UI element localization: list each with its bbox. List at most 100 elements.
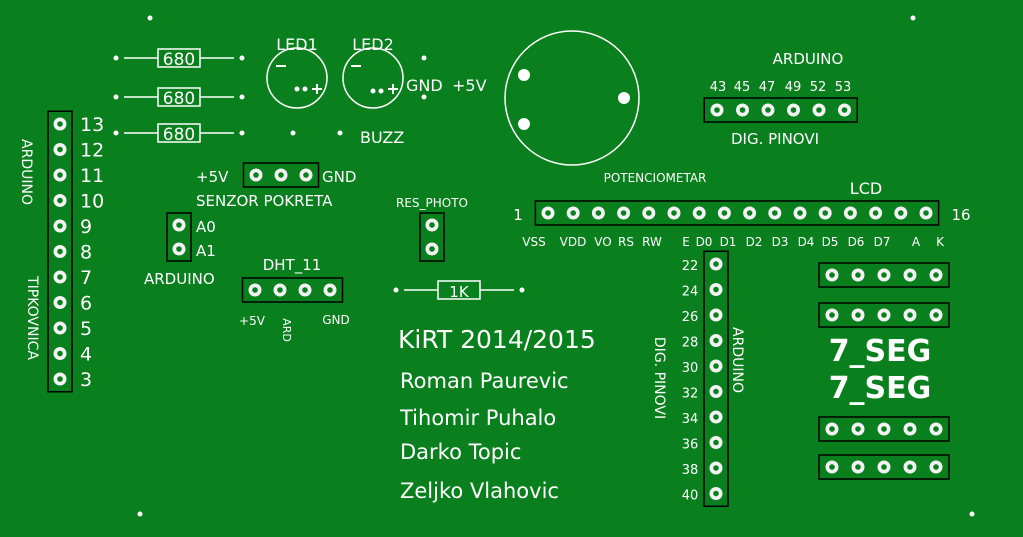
dig-pin-number: 30 [682, 361, 699, 376]
lcd-title: LCD [850, 179, 882, 198]
pin-hole [713, 312, 719, 318]
pin-hole [57, 172, 63, 178]
pin-hole [907, 272, 913, 278]
seven-seg-displays: 7_SEG 7_SEG [818, 262, 950, 480]
pin-hole [923, 210, 929, 216]
lcd-first-pin: 1 [513, 206, 523, 224]
keypad-pin-number: 7 [80, 267, 92, 289]
keypad-pin-number: 4 [80, 344, 92, 366]
dig-pin-number: 28 [682, 336, 699, 351]
pin-hole [57, 197, 63, 204]
dig-pins-top: ARDUINO 43 45 47 49 52 53 DIG. PINOVI [703, 50, 858, 148]
led-1: LED1 [266, 35, 328, 109]
dig-pin-number: 32 [682, 387, 699, 402]
pin-hole [429, 246, 435, 252]
pin-hole [898, 210, 904, 216]
pin-hole [713, 388, 719, 395]
resistor-1k: 1K [393, 280, 525, 301]
credits-author: Tihomir Puhalo [399, 406, 556, 430]
pin-hole [570, 210, 576, 216]
pin-hole [57, 350, 63, 357]
led-2: LED2 [342, 35, 404, 109]
lcd-pin-label: D6 [848, 235, 865, 249]
header-outline [242, 162, 320, 188]
pin-hole [855, 464, 861, 470]
pin-hole [829, 272, 835, 278]
header-outline [703, 97, 858, 123]
mounting-marks [137, 15, 975, 517]
keypad-pin-number: 5 [80, 318, 92, 340]
lcd-pin-label: D0 [696, 235, 713, 249]
pin-hole [176, 222, 182, 228]
pin-hole [303, 172, 309, 178]
resistor-r3: 680 [113, 123, 245, 145]
pin-hole [253, 172, 259, 178]
lcd-pin-label: D4 [798, 235, 815, 249]
analog-arduino: ARDUINO [144, 270, 215, 288]
pin-hole [252, 287, 258, 293]
lcd-pin-label: D3 [772, 235, 789, 249]
header-outline [47, 110, 73, 393]
pin-hole [714, 107, 720, 113]
photo-label: RES_PHOTO [396, 196, 468, 210]
svg-text:49: 49 [785, 80, 802, 95]
pin-hole [933, 464, 939, 470]
pin-hole [57, 223, 63, 229]
resistor-r2: 680 [113, 87, 245, 109]
credits-author: Darko Topic [400, 440, 521, 464]
pin-hole [933, 272, 939, 278]
pin-hole [57, 274, 63, 280]
dig-pin-number: 34 [682, 412, 699, 427]
seg-label-1: 7_SEG [829, 334, 932, 369]
dig-pin-number: 38 [682, 463, 699, 478]
lcd-pin-label: VO [594, 235, 611, 249]
pin-hole [721, 210, 728, 216]
pin-hole [816, 107, 822, 113]
gnd-label: GND [406, 76, 443, 95]
header-outline [818, 454, 950, 480]
pin-hole [881, 426, 887, 432]
pin-hole [881, 272, 887, 278]
keypad-pin-number: 8 [80, 242, 92, 264]
keypad-pin-number: 13 [80, 114, 104, 136]
motion-sensor: +5V GND SENZOR POKRETA [196, 162, 356, 210]
pin-hole [595, 210, 602, 216]
keypad-pin-number: 3 [80, 369, 92, 391]
pin-hole [696, 210, 702, 216]
svg-text:45: 45 [734, 80, 751, 95]
analog-pins: A0 A1 ARDUINO [144, 212, 216, 288]
dht-pin-ard: ARD [280, 318, 293, 342]
pin-hole [855, 272, 861, 278]
pin-hole [277, 287, 283, 293]
analog-a1: A1 [196, 242, 216, 260]
pin-hole [713, 261, 719, 267]
pin-hole [327, 287, 333, 293]
header-outline [241, 277, 344, 303]
pin-hole [713, 439, 719, 446]
pin-hole [302, 287, 308, 293]
pin-hole [57, 248, 63, 255]
resistor-label: 680 [163, 89, 195, 109]
potentiometer: POTENCIOMETAR [504, 30, 707, 185]
analog-a0: A0 [196, 218, 216, 236]
header-outline [818, 416, 950, 442]
potentiometer-label: POTENCIOMETAR [604, 171, 707, 185]
dig-pin-number: 36 [682, 438, 699, 453]
pin-hole [57, 325, 63, 331]
pin-hole [765, 107, 771, 113]
lcd-pin-label: K [936, 235, 945, 249]
seg-label-2: 7_SEG [829, 371, 932, 406]
pin-hole [822, 210, 828, 216]
pin-hole [841, 107, 848, 113]
keypad-pin-number: 9 [80, 216, 92, 238]
pin-hole [933, 312, 939, 318]
credits-author: Zeljko Vlahovic [400, 479, 559, 503]
pin-hole [881, 312, 887, 318]
keypad-pin-number: 6 [80, 293, 92, 315]
pin-hole [829, 464, 835, 470]
pin-hole [829, 312, 835, 318]
dig-pin-number: 40 [682, 489, 699, 504]
